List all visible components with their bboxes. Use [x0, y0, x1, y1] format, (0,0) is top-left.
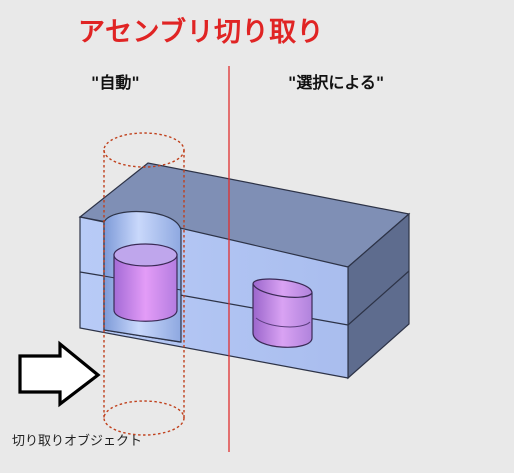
cutter-cylinder [103, 132, 185, 436]
arrow-right-icon [18, 340, 101, 408]
label-by-selection: "選択による" [288, 73, 385, 92]
cavity-auto [113, 243, 178, 322]
cavity-selection [252, 278, 313, 348]
page-title: アセンブリ切り取り [78, 17, 325, 48]
caption-cut-object: 切り取りオブジェクト [12, 434, 143, 449]
label-auto: "自動" [91, 73, 140, 92]
